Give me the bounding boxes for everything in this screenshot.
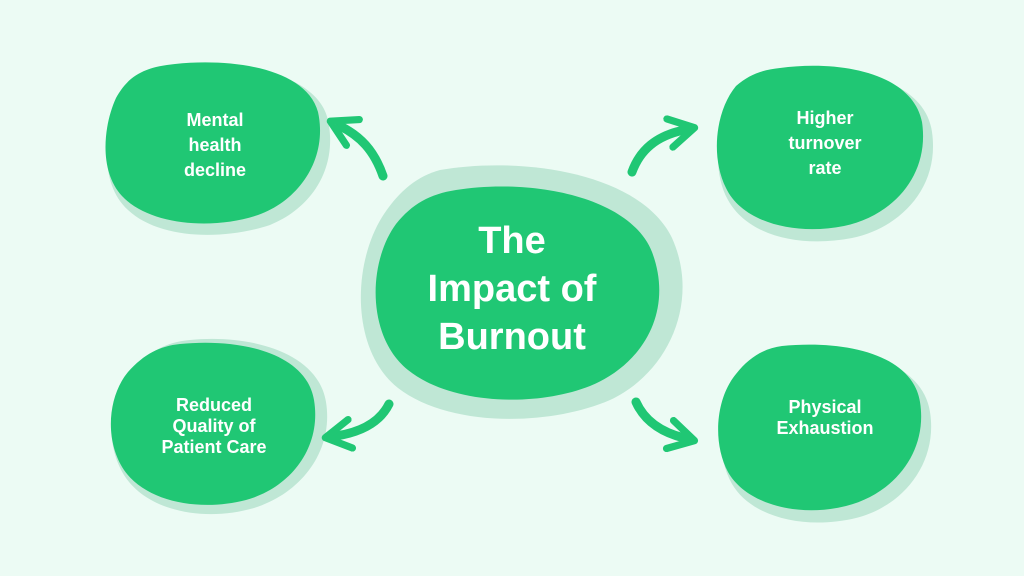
node-label-line: Higher [796, 107, 854, 128]
blob-top-right [716, 65, 924, 230]
node-label-bottom-right: Physical Exhaustion [745, 390, 905, 446]
node-label-line: rate [808, 157, 842, 178]
node-label-top-right: Higher turnover rate [750, 98, 900, 188]
node-label-line: Physical [788, 397, 862, 417]
arrow-to-top-right [627, 115, 699, 177]
arrow-to-bottom-left [321, 399, 394, 452]
node-label-line: Reduced [175, 394, 253, 415]
center-title-line: The [478, 220, 546, 262]
node-label-bottom-left: Reduced Quality of Patient Care [134, 388, 294, 464]
node-label-line: Patient Care [161, 436, 267, 457]
node-label-line: turnover [788, 132, 862, 153]
node-label-line: decline [183, 159, 247, 180]
arrow-to-bottom-right [631, 397, 699, 453]
node-label-line: Mental [186, 109, 244, 130]
node-label-top-left: Mental health decline [140, 100, 290, 190]
node-label-line: Quality of [172, 415, 256, 436]
blob-bottom-left [110, 342, 316, 505]
node-label-line: health [188, 134, 242, 155]
center-title: The Impact of Burnout [402, 214, 622, 364]
blob-bottom-right [718, 344, 922, 511]
node-label-line: Exhaustion [776, 418, 874, 438]
blob-top-left [105, 62, 321, 224]
arrow-to-top-left [326, 115, 388, 181]
blob-center [375, 186, 660, 400]
center-title-line: Impact of [427, 268, 597, 310]
center-title-line: Burnout [438, 316, 586, 358]
